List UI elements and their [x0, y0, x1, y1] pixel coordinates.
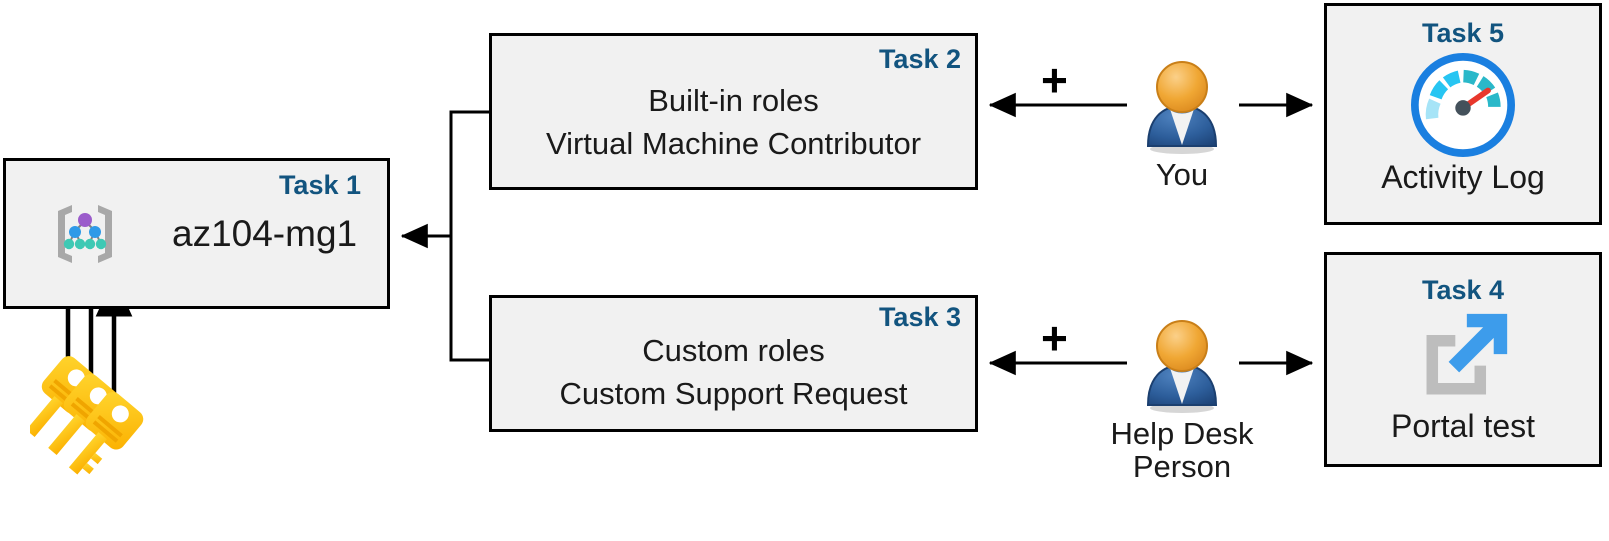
task-5-tag: Task 5: [1421, 18, 1505, 48]
task-4-box[interactable]: Task 4 Portal test: [1324, 252, 1602, 467]
task-3-line-1: Custom roles: [642, 332, 825, 368]
keys-icon: [26, 332, 160, 492]
task-1-label: az104-mg1: [172, 212, 358, 254]
user-avatar-icon: [1130, 312, 1234, 416]
task-2-box[interactable]: Task 2 Built-in roles Virtual Machine Co…: [489, 33, 978, 190]
person-you-caption: You: [1155, 157, 1209, 192]
bracket-connector-to-task1: [400, 110, 489, 362]
plus-sign-bottom: +: [1041, 312, 1068, 364]
management-group-icon: [48, 197, 122, 271]
task-3-line-2: Custom Support Request: [559, 375, 908, 411]
task-2-content: Built-in roles Virtual Machine Contribut…: [546, 80, 921, 166]
task-1-box[interactable]: Task 1: [3, 158, 390, 309]
gauge-icon: [1411, 53, 1515, 157]
task-2-line-2: Virtual Machine Contributor: [545, 125, 922, 161]
task-1-tag: Task 1: [278, 170, 361, 200]
person-help-desk-caption-line-1: Help Desk: [1110, 416, 1254, 451]
task-3-tag: Task 3: [878, 302, 961, 332]
task-3-box[interactable]: Task 3 Custom roles Custom Support Reque…: [489, 295, 978, 432]
task-1-content: az104-mg1: [6, 161, 387, 306]
user-avatar-icon: [1130, 53, 1234, 157]
plus-sign-top: +: [1041, 54, 1068, 106]
task-4-tag: Task 4: [1421, 275, 1505, 305]
task-5-caption: Activity Log: [1381, 159, 1545, 195]
task-4-caption: Portal test: [1390, 408, 1536, 444]
person-help-desk[interactable]: Help Desk Person: [1111, 312, 1254, 484]
task-3-content: Custom roles Custom Support Request: [559, 330, 907, 416]
person-you[interactable]: You: [1127, 53, 1237, 193]
task-2-line-1: Built-in roles: [648, 82, 819, 118]
external-link-icon: [1415, 310, 1511, 406]
task-2-tag: Task 2: [878, 44, 961, 74]
task-5-box[interactable]: Task 5 Activity Log: [1324, 3, 1602, 225]
person-help-desk-caption-line-2: Person: [1132, 448, 1232, 484]
